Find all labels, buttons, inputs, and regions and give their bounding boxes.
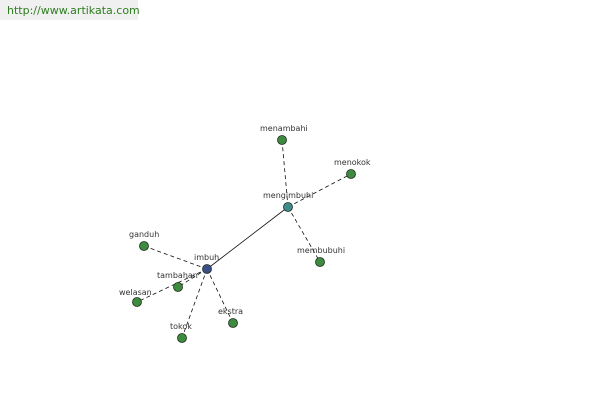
node-label-mengimbuhi[interactable]: mengimbuhi <box>263 191 313 200</box>
edge-imbuh-tokok <box>181 268 208 339</box>
node-menambahi[interactable] <box>277 135 287 145</box>
node-ekstra[interactable] <box>228 318 238 328</box>
node-label-ekstra[interactable]: ekstra <box>218 307 243 316</box>
edges-layer <box>136 139 352 339</box>
node-imbuh[interactable] <box>202 264 212 274</box>
node-membubuhi[interactable] <box>315 257 325 267</box>
edge-mengimbuhi-membubuhi <box>287 206 321 263</box>
edge-mengimbuhi-menokok <box>287 173 352 208</box>
node-label-menambahi[interactable]: menambahi <box>260 124 308 133</box>
node-tokok[interactable] <box>177 333 187 343</box>
node-welasan[interactable] <box>132 297 142 307</box>
edge-imbuh-ekstra <box>206 268 234 324</box>
labels-layer: imbuh mengimbuhi menambahi menokok membubuhi… <box>119 124 371 331</box>
edge-imbuh-tambahan <box>177 268 208 288</box>
node-label-menokok[interactable]: menokok <box>334 158 371 167</box>
node-label-tokok[interactable]: tokok <box>170 322 192 331</box>
edge-mengimbuhi-menambahi <box>281 139 289 208</box>
edge-imbuh-mengimbuhi <box>206 206 289 270</box>
node-tambahan[interactable] <box>173 282 183 292</box>
node-label-ganduh[interactable]: ganduh <box>129 230 159 239</box>
node-label-tambahan[interactable]: tambahan <box>157 271 198 280</box>
node-label-imbuh[interactable]: imbuh <box>194 253 219 262</box>
nodes-layer <box>132 135 356 343</box>
source-banner: http://www.artikata.com <box>0 0 140 20</box>
node-mengimbuhi[interactable] <box>283 202 293 212</box>
edge-imbuh-welasan <box>136 268 208 303</box>
node-menokok[interactable] <box>346 169 356 179</box>
source-url-link[interactable]: http://www.artikata.com <box>7 4 140 17</box>
node-label-membubuhi[interactable]: membubuhi <box>297 246 345 255</box>
node-label-welasan[interactable]: welasan <box>119 288 152 297</box>
node-ganduh[interactable] <box>139 241 149 251</box>
